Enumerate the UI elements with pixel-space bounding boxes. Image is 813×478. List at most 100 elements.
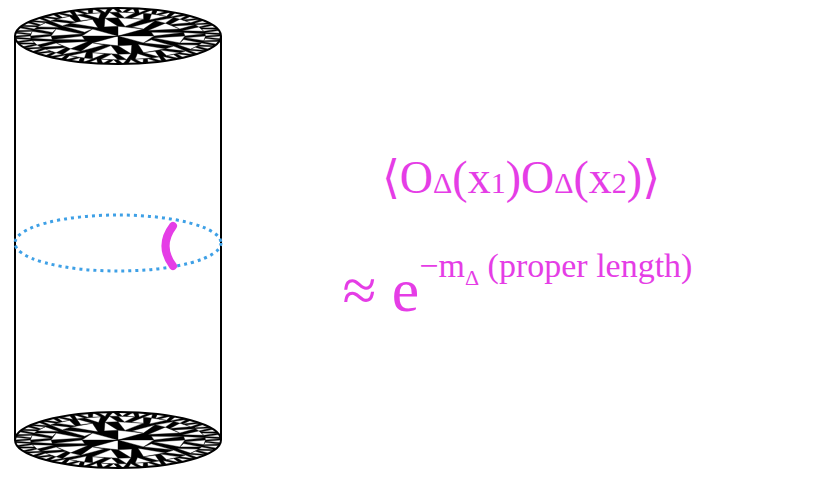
- math-script: Δ: [554, 166, 573, 200]
- tile: [148, 23, 180, 30]
- tile: [31, 36, 52, 40]
- correlator: ⟨OΔ(x1)OΔ(x2)⟩: [236, 150, 806, 204]
- tile: [30, 426, 46, 429]
- tile: [84, 13, 100, 19]
- tile: [104, 27, 118, 36]
- tile: [135, 53, 151, 59]
- tile: [131, 417, 144, 423]
- tile: [118, 416, 135, 422]
- tile: [174, 419, 188, 423]
- tile: [155, 422, 173, 428]
- tile: [101, 54, 118, 60]
- tile: [135, 457, 151, 463]
- cylinder-side: [14, 36, 16, 440]
- cylinder-side: [220, 36, 222, 440]
- tile: [204, 38, 220, 40]
- tile: [191, 47, 207, 50]
- tile: [118, 54, 131, 60]
- tile: [62, 26, 92, 32]
- hyperbolic-tiling: [15, 8, 221, 64]
- tile: [50, 425, 70, 430]
- math-script: −m: [419, 247, 465, 285]
- tile: [131, 13, 144, 19]
- tile: [185, 36, 206, 41]
- tile: [205, 440, 221, 443]
- tile: [205, 438, 221, 440]
- tile: [49, 457, 63, 461]
- time-slice: [15, 215, 221, 271]
- math-script: 1: [491, 166, 506, 200]
- tile: [85, 440, 118, 444]
- tile: [105, 12, 118, 18]
- tile: [182, 27, 204, 31]
- tile: [52, 440, 84, 444]
- tile: [184, 436, 205, 440]
- tile: [205, 36, 221, 39]
- tile: [15, 36, 31, 38]
- tile: [32, 41, 54, 45]
- tile: [184, 32, 205, 36]
- math-text: )O: [506, 151, 555, 204]
- tile: [32, 445, 54, 449]
- tile: [118, 32, 151, 36]
- tile: [92, 457, 105, 463]
- tile: [118, 458, 131, 464]
- tile: [92, 53, 105, 59]
- tile: [180, 444, 202, 447]
- tile: [15, 39, 31, 42]
- tile: [104, 422, 118, 431]
- math-script: Δ: [465, 265, 479, 291]
- tile: [165, 46, 185, 51]
- tile: [21, 27, 37, 30]
- tile: [15, 33, 31, 36]
- tile: [56, 41, 88, 48]
- tile: [118, 12, 135, 18]
- tile: [118, 45, 132, 54]
- tile: [205, 34, 221, 36]
- tile: [143, 40, 173, 46]
- geodesic-arc: [166, 226, 174, 266]
- tile: [151, 436, 183, 440]
- math-script: Δ: [433, 166, 452, 200]
- hyperbolic-tiling: [15, 412, 221, 468]
- tile: [50, 21, 70, 26]
- math-text: )⟩: [627, 150, 660, 204]
- tile: [15, 443, 31, 446]
- math-text: (x: [452, 151, 490, 204]
- tile: [15, 440, 31, 442]
- tile: [205, 435, 221, 438]
- tile: [132, 425, 155, 433]
- tile: [34, 29, 56, 32]
- tile: [30, 31, 51, 36]
- tile: [118, 436, 151, 440]
- math-text: ≈ e: [343, 255, 420, 326]
- tile: [182, 431, 204, 435]
- tile: [191, 451, 207, 454]
- tile: [52, 36, 84, 40]
- tile: [105, 416, 118, 422]
- tile: [56, 445, 88, 452]
- math-script: (proper length): [479, 247, 692, 285]
- tile: [185, 440, 206, 445]
- tile: [16, 435, 32, 437]
- tile: [15, 437, 31, 440]
- tile: [104, 431, 118, 440]
- tile: [151, 32, 183, 36]
- tile: [155, 18, 173, 24]
- tile: [62, 453, 80, 459]
- disk-rim: [15, 412, 221, 468]
- tile: [118, 36, 132, 45]
- tile: [204, 442, 220, 444]
- tile: [101, 458, 118, 464]
- tile: [118, 440, 132, 449]
- tile: [118, 449, 132, 458]
- math-script: 2: [612, 166, 627, 200]
- tile: [174, 15, 188, 19]
- tile: [148, 427, 180, 434]
- tile: [205, 31, 221, 34]
- math-text: (x: [574, 151, 612, 204]
- tile: [81, 43, 104, 51]
- tile: [199, 447, 215, 450]
- tile: [104, 18, 118, 27]
